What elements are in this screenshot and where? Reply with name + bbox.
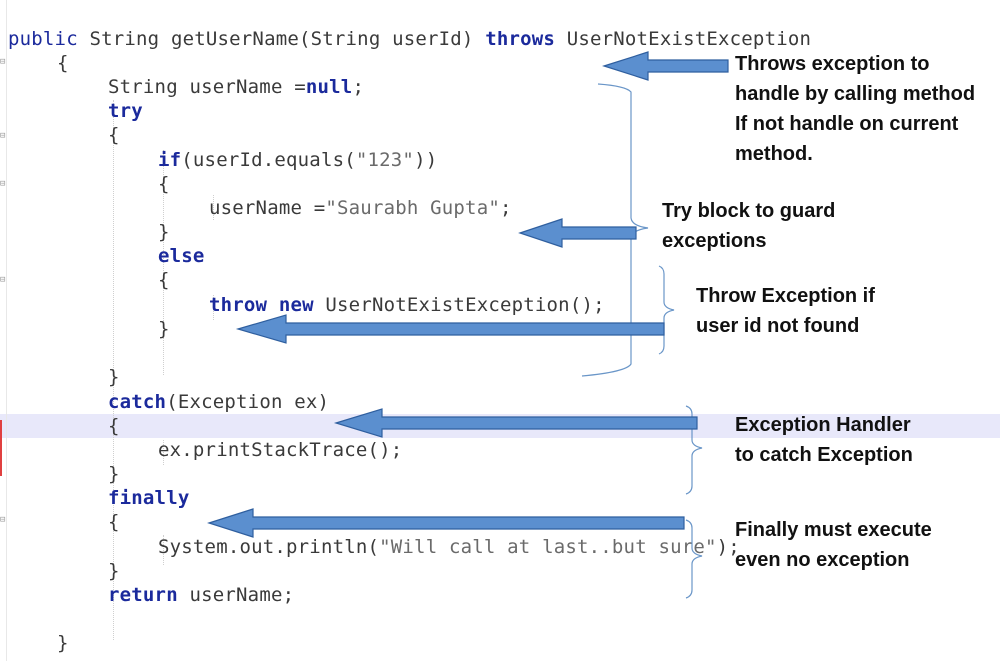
code-line-brace: } bbox=[108, 463, 120, 485]
code-line-brace: } bbox=[158, 318, 170, 340]
code-line-brace: { bbox=[108, 415, 120, 437]
throw-arrow bbox=[235, 314, 665, 344]
try-arrow bbox=[518, 218, 637, 248]
try-block-brace bbox=[581, 83, 649, 377]
fold-marker[interactable]: ⊟ bbox=[0, 179, 6, 189]
code-line-try: try bbox=[108, 100, 143, 122]
code-line-brace: { bbox=[108, 511, 120, 533]
finally-block-brace bbox=[685, 519, 703, 599]
indent-guide bbox=[163, 535, 164, 565]
code-line-throw: throw new UserNotExistException(); bbox=[209, 294, 605, 316]
code-line-brace: { bbox=[158, 173, 170, 195]
indent-guide bbox=[163, 150, 164, 375]
code-line-println: System.out.println("Will call at last..b… bbox=[158, 536, 740, 558]
code-line-close-brace: } bbox=[57, 632, 69, 654]
code-line-print-stack: ex.printStackTrace(); bbox=[158, 439, 403, 461]
code-line-brace: } bbox=[108, 366, 120, 388]
fold-marker[interactable]: ⊟ bbox=[0, 515, 6, 525]
fold-marker[interactable]: ⊟ bbox=[0, 275, 6, 285]
code-line-brace: } bbox=[108, 560, 120, 582]
fold-marker[interactable]: ⊟ bbox=[0, 57, 6, 67]
throw-annotation: Throw Exception if user id not found bbox=[696, 285, 875, 337]
indent-guide bbox=[213, 195, 214, 220]
finally-annotation: Finally must execute even no exception bbox=[735, 519, 932, 571]
throws-arrow bbox=[602, 51, 729, 81]
catch-arrow bbox=[333, 408, 698, 438]
indent-guide bbox=[213, 295, 214, 320]
throw-block-brace bbox=[658, 265, 675, 355]
catch-block-brace bbox=[685, 405, 703, 495]
indent-guide bbox=[113, 100, 114, 640]
code-line-brace: { bbox=[108, 124, 120, 146]
code-line-if: if(userId.equals("123")) bbox=[158, 149, 438, 171]
code-line-method-signature: public String getUserName(String userId)… bbox=[8, 28, 812, 50]
error-marker bbox=[0, 420, 6, 476]
indent-guide bbox=[163, 440, 164, 465]
code-line-brace: } bbox=[158, 221, 170, 243]
code-line-catch: catch(Exception ex) bbox=[108, 391, 330, 413]
code-line-declaration: String userName =null; bbox=[108, 76, 365, 98]
code-line-assign: userName ="Saurabh Gupta"; bbox=[209, 197, 512, 219]
code-line-brace: { bbox=[158, 269, 170, 291]
code-editor[interactable]: public String getUserName(String userId)… bbox=[0, 0, 811, 654]
catch-annotation: Exception Handler to catch Exception bbox=[735, 414, 913, 466]
code-line-open-brace: { bbox=[57, 52, 69, 74]
throws-annotation: Throws exception to handle by calling me… bbox=[735, 53, 976, 165]
code-line-finally: finally bbox=[108, 487, 190, 509]
code-line-else: else bbox=[158, 245, 205, 267]
fold-marker[interactable]: ⊟ bbox=[0, 131, 6, 141]
editor-gutter bbox=[0, 0, 7, 661]
code-line-return: return userName; bbox=[108, 584, 295, 606]
finally-arrow bbox=[207, 508, 685, 538]
try-annotation: Try block to guard exceptions bbox=[662, 200, 836, 252]
